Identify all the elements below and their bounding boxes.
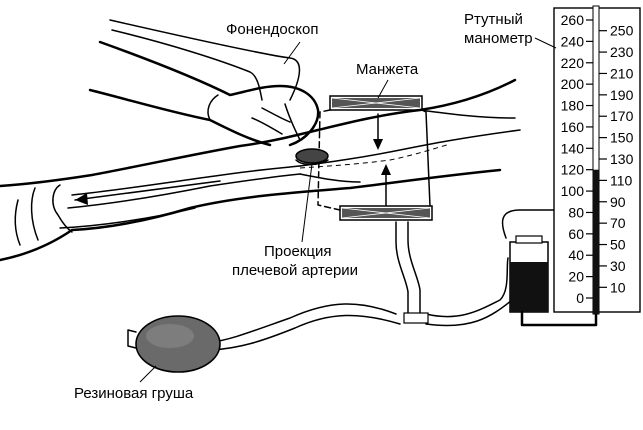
labels: Фонендоскоп Манжета Ртутный манометр Про… xyxy=(74,11,557,402)
right-scale-label: 10 xyxy=(610,279,626,295)
left-scale-label: 200 xyxy=(561,76,585,92)
right-scale-label: 30 xyxy=(610,258,626,274)
right-scale-label: 70 xyxy=(610,215,626,231)
left-scale-label: 260 xyxy=(561,12,585,28)
left-scale-label: 60 xyxy=(568,226,584,242)
right-scale-label: 50 xyxy=(610,237,626,253)
left-scale-label: 160 xyxy=(561,119,585,135)
arm xyxy=(0,78,521,262)
right-scale-label: 190 xyxy=(610,87,634,103)
left-scale-label: 100 xyxy=(561,183,585,199)
left-scale-label: 240 xyxy=(561,33,585,49)
right-scale-label: 210 xyxy=(610,65,634,81)
label-artery-line1: Проекция xyxy=(264,243,331,260)
label-phonendoscope: Фонендоскоп xyxy=(226,21,318,38)
label-rubber-bulb: Резиновая груша xyxy=(74,385,194,402)
right-scale-label: 110 xyxy=(610,172,633,188)
left-scale-label: 20 xyxy=(568,269,584,285)
hand xyxy=(88,40,320,147)
right-scale-label: 230 xyxy=(610,44,634,60)
left-scale-label: 140 xyxy=(561,140,585,156)
left-scale-label: 0 xyxy=(576,290,584,306)
right-scale-label: 170 xyxy=(610,108,634,124)
label-manometer-line2: манометр xyxy=(464,30,533,47)
label-artery-line2: плечевой артерии xyxy=(232,262,358,279)
right-scale-label: 250 xyxy=(610,23,634,39)
left-scale-label: 120 xyxy=(561,162,585,178)
left-scale-label: 80 xyxy=(568,204,584,220)
rubber-bulb xyxy=(127,315,221,373)
right-scale: 250 230 210 190 170 150 130 110 90 70 50 30 10 xyxy=(599,23,634,295)
mercury-column xyxy=(593,169,599,314)
left-scale-label: 220 xyxy=(561,55,585,71)
cuff xyxy=(317,95,433,221)
left-scale-label: 180 xyxy=(561,98,585,114)
phonendoscope xyxy=(109,19,329,166)
label-manometer-line1: Ртутный xyxy=(464,11,523,28)
left-scale-label: 40 xyxy=(568,247,584,263)
label-cuff: Манжета xyxy=(356,61,419,78)
right-scale-label: 150 xyxy=(610,130,634,146)
right-scale-label: 90 xyxy=(610,194,626,210)
right-scale-label: 130 xyxy=(610,151,634,167)
tubing xyxy=(211,209,561,351)
